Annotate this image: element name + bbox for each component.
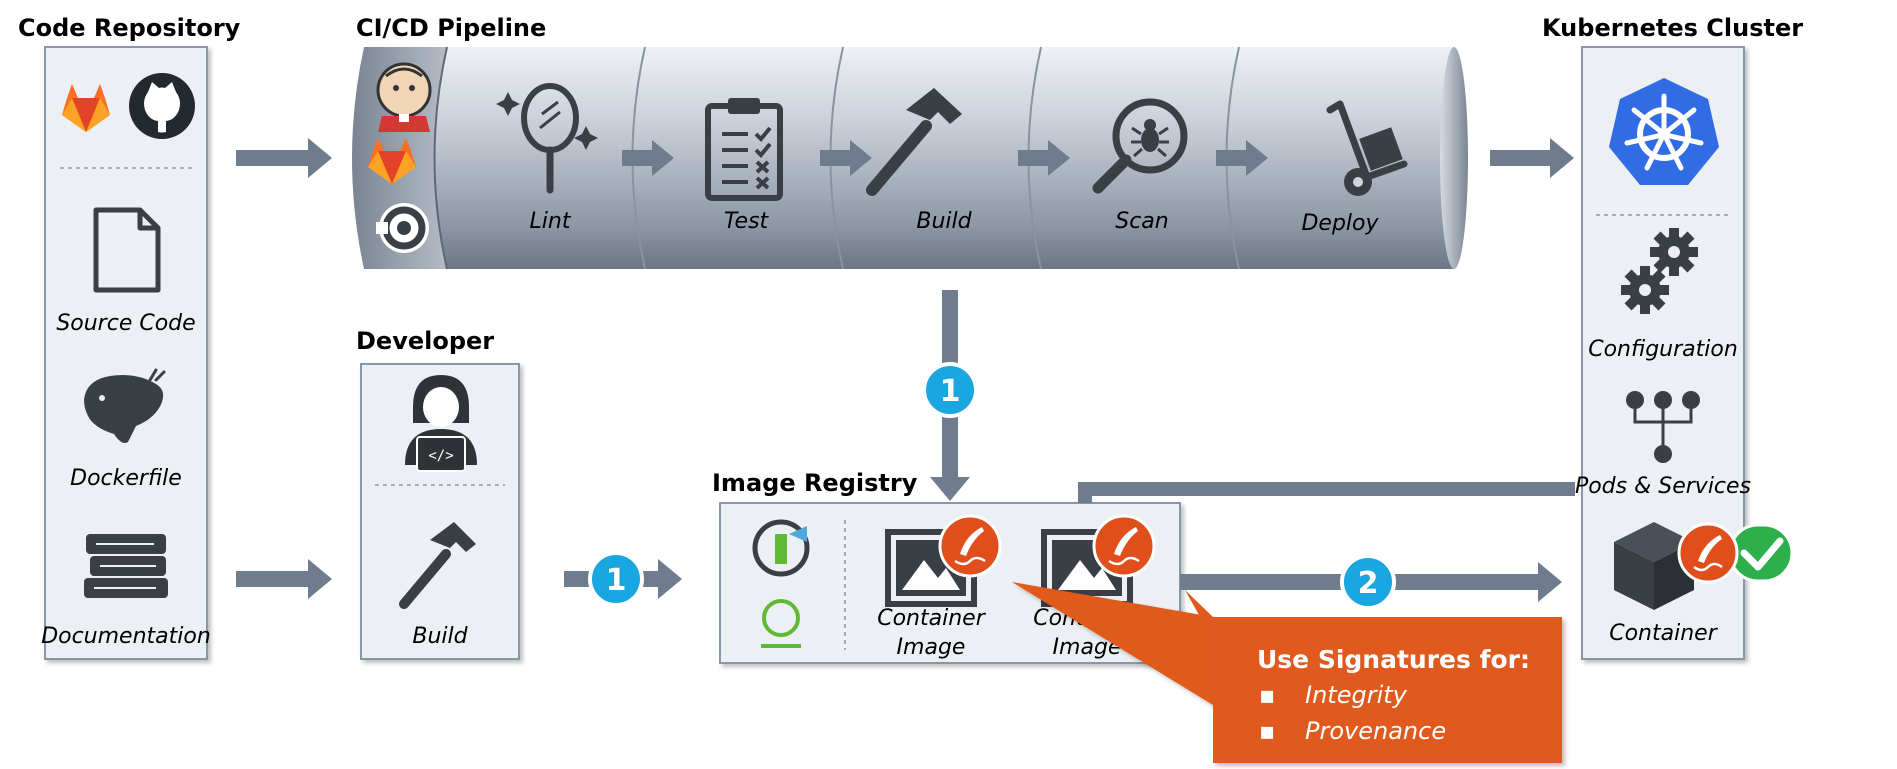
developer-build-label: Build [412,624,468,649]
svg-text:</>: </> [428,448,453,464]
harbor-registry-icon [752,519,810,577]
stage-lint-label: Lint [530,209,572,234]
configuration-gears-icon [1621,228,1698,314]
step-badge-1-text: 1 [606,563,627,598]
pods-services-label: Pods & Services [1575,474,1751,499]
cicd-pipeline-cylinder: Lint Test Build Scan [352,46,1468,270]
container-box-icon [1614,522,1694,610]
test-clipboard-icon [705,98,783,201]
kubernetes-cluster-title: Kubernetes Cluster [1542,14,1803,42]
container-label: Container [1609,621,1718,646]
developer-panel: </> Build [360,363,520,660]
build-hammer-icon [866,88,962,196]
dockerfile-label: Dockerfile [70,466,182,491]
image-registry-title: Image Registry [712,469,918,497]
image-signature-icon [938,514,1002,578]
developer-person-icon: </> [405,375,477,472]
image-signature-icon [1092,514,1156,578]
deploy-handtruck-icon [1326,100,1408,196]
stage-deploy-label: Deploy [1301,211,1379,236]
step-badge-2: 2 [1340,554,1396,610]
stage-test-label: Test [724,209,770,234]
callout-item-provenance: Provenance [1305,717,1446,745]
scan-bug-magnifier-icon [1092,98,1188,194]
source-code-label: Source Code [56,311,195,336]
lint-icon [496,83,598,194]
github-icon [129,73,195,139]
code-repository-panel: Source Code Dockerfile Documentation [41,46,211,660]
step-badge-1-text: 1 [940,374,961,409]
callout-item-integrity: Integrity [1305,681,1408,709]
step-badge-2-text: 2 [1358,566,1379,601]
callout-bullet: ▪ [1259,681,1275,709]
callout-bullet: ▪ [1259,717,1275,745]
dockerfile-whale-icon [84,368,166,443]
gitlab-ci-icon [368,138,416,184]
oci-registry-icon [761,599,801,648]
jenkins-icon [376,62,432,132]
container-image-label-line1: Container [877,606,986,631]
stage-build-label: Build [916,209,972,234]
container-signature-icon [1677,522,1739,584]
arrow-repo-to-pipeline [236,138,332,178]
pods-services-icon [1626,391,1700,463]
books-icon [84,534,168,598]
document-icon [93,207,161,293]
arrow-pipeline-to-kubernetes [1490,138,1574,178]
container-image-label-line2: Image [897,635,966,660]
step-badge-1-pipeline: 1 [922,362,978,418]
pull-line-kubernetes-to-registry [1078,482,1575,503]
callout-title: Use Signatures for: [1257,645,1530,674]
arrow-repo-to-developer [236,559,332,599]
cicd-pipeline-title: CI/CD Pipeline [356,14,546,42]
documentation-label: Documentation [41,624,211,649]
developer-title: Developer [356,327,494,355]
kubernetes-icon [1609,78,1719,185]
gitlab-icon [62,84,110,132]
developer-build-hammer-icon [399,522,476,609]
code-repository-title: Code Repository [18,14,241,42]
stage-scan-label: Scan [1115,209,1169,234]
verified-badge [1728,523,1794,583]
pipeline-stage-arrows [622,140,1268,176]
circleci-icon [376,203,429,253]
step-badge-1-developer: 1 [588,551,644,607]
configuration-label: Configuration [1588,337,1738,362]
signature-callout: Use Signatures for: ▪ Integrity ▪ Proven… [1012,582,1618,763]
